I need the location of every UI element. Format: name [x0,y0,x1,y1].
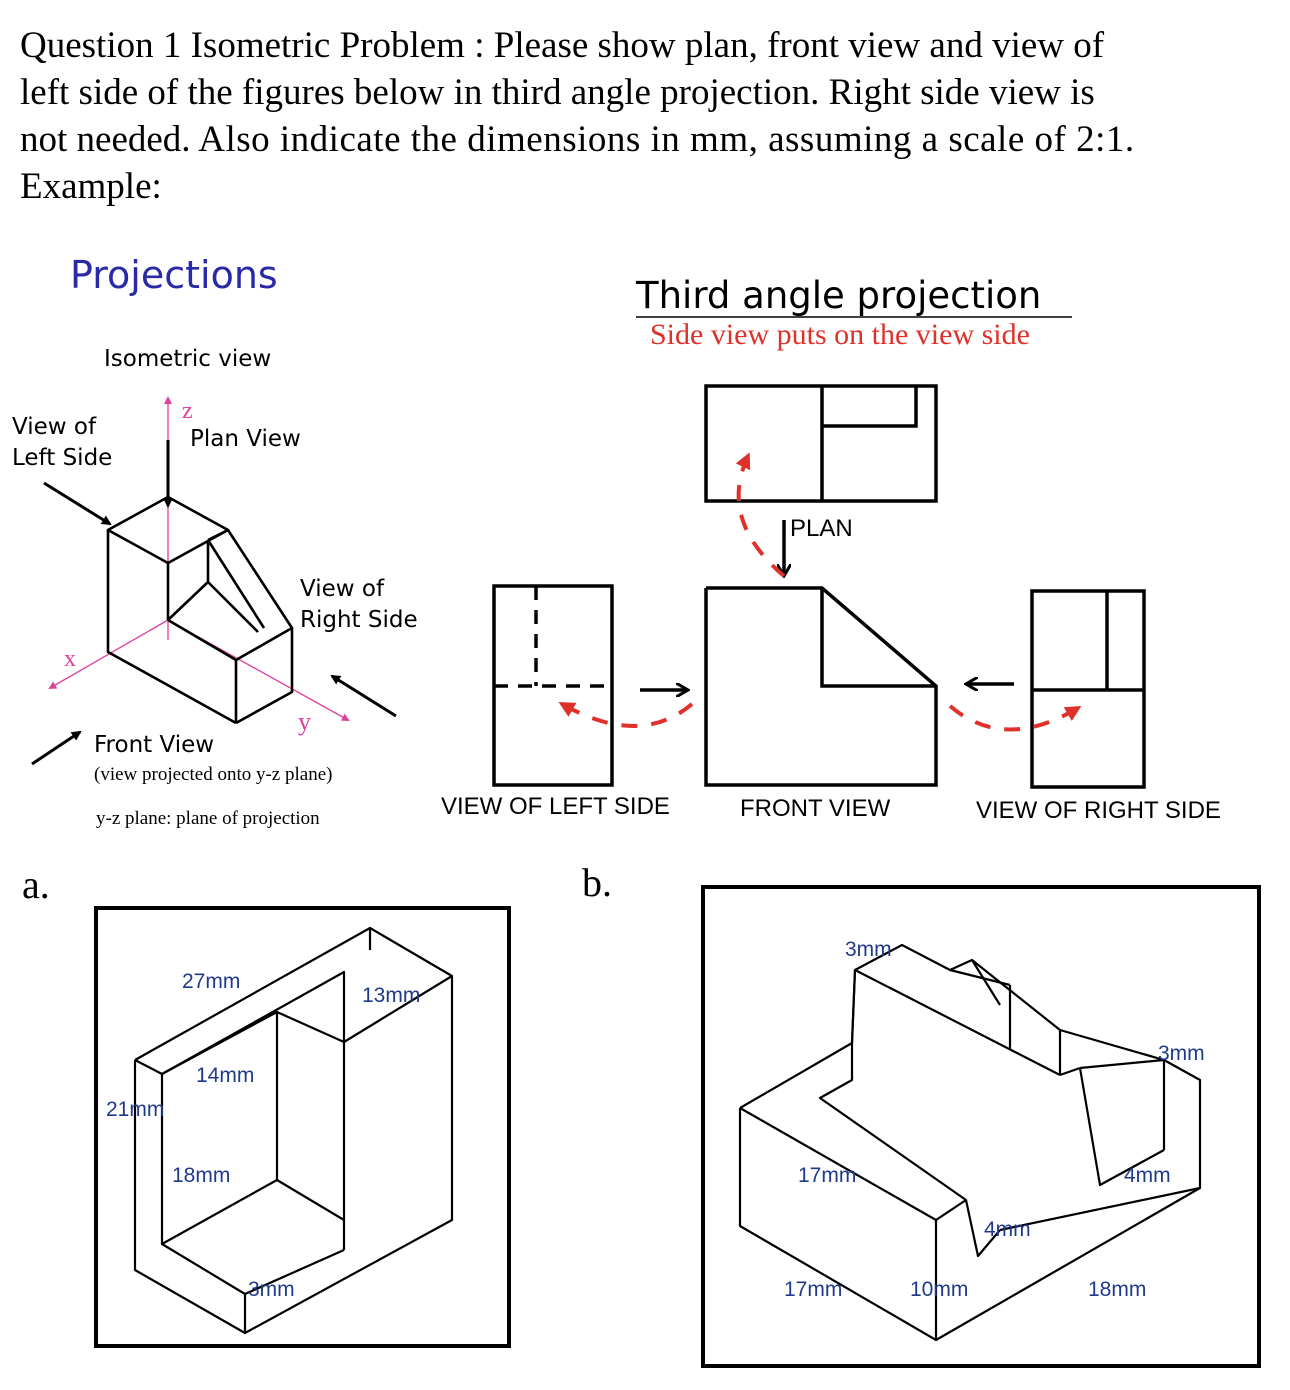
isometric-block [106,495,294,725]
dim-27mm: 27mm [182,970,240,993]
view-left-side-arrow [43,481,112,526]
view-right-side-label-2: Right Side [300,607,418,633]
view-left-side-label-2: Left Side [12,445,112,471]
figure-a-drawing [133,926,454,1335]
dim-14mm: 14mm [196,1064,254,1087]
question-line-3: not needed. Also indicate the dimensions… [20,116,1270,163]
left-side-caption: VIEW OF LEFT SIDE [441,793,670,820]
dim-18mm: 18mm [1088,1278,1146,1301]
question-line-3b: Also indicate the dimensions in mm, assu… [190,119,1135,160]
figure-a-dimensions: 27mm 13mm 14mm 21mm 18mm 3mm [106,970,420,1301]
dim-3mm-top: 3mm [845,938,892,961]
front-view-arrow [31,730,82,766]
front-view-caption: FRONT VIEW [740,795,891,822]
projections-title: Projections [70,253,278,297]
dim-18mm: 18mm [172,1164,230,1187]
plan-view-drawing [704,384,938,503]
question-line-4: Example: [20,166,162,207]
plane-note: y-z plane: plane of projection [96,808,320,829]
figure-b-drawing [738,943,1202,1342]
question-text: Question 1 Isometric Problem : Please sh… [20,22,1270,210]
dim-17mm-a: 17mm [798,1164,856,1187]
figure-b-frame [701,885,1261,1368]
dim-4mm-a: 4mm [1124,1164,1171,1187]
left-rotation-arrow [558,702,694,728]
plan-rotation-arrow [735,452,786,578]
dim-3mm-right: 3mm [1158,1042,1205,1065]
figure-b-dimensions: 3mm 3mm 17mm 4mm 4mm 17mm 10mm 18mm [784,938,1205,1301]
dim-21mm: 21mm [106,1098,164,1121]
front-view-label: Front View [94,732,214,758]
axis-x-label: x [64,646,76,672]
plan-label: PLAN [790,515,853,542]
right-side-caption: VIEW OF RIGHT SIDE [976,797,1221,824]
question-line-2: left side of the figures below in third … [20,72,1095,113]
dim-17mm-b: 17mm [784,1278,842,1301]
question-line-1: Question 1 Isometric Problem : Please sh… [20,25,1105,66]
figure-b-label: b. [582,860,612,905]
figure-a-label: a. [22,862,50,907]
dim-10mm: 10mm [910,1278,968,1301]
right-rotation-arrow [948,704,1082,732]
axis-y-label: y [298,707,311,736]
dim-13mm: 13mm [362,984,420,1007]
plan-view-label: Plan View [190,426,301,452]
dim-3mm: 3mm [248,1278,295,1301]
front-view-drawing [704,586,938,787]
front-view-note: (view projected onto y-z plane) [94,764,332,785]
third-angle-title: Third angle projection [635,274,1041,317]
axis-z-label: z [182,398,193,424]
figure-a-frame [94,906,511,1348]
isometric-view-label: Isometric view [104,346,271,372]
view-right-side-label-1: View of [300,576,385,602]
view-right-side-arrow [330,674,397,718]
question-line-3a: not needed. [20,119,191,160]
view-left-side-label-1: View of [12,414,97,440]
left-side-view-drawing [492,584,614,787]
dim-4mm-b: 4mm [984,1218,1031,1241]
right-side-view-drawing [1030,589,1146,789]
third-angle-subtitle: Side view puts on the view side [650,318,1030,351]
